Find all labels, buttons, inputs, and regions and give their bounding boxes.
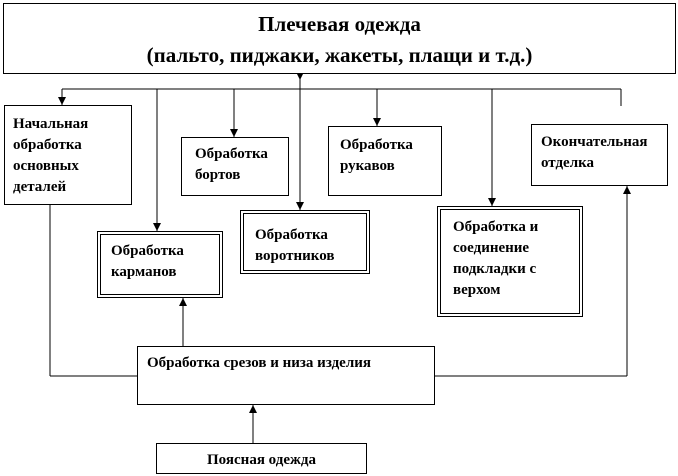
edges-processing-label: Обработка срезов и низа изделия — [147, 355, 371, 371]
arrow-to-collars-arrowhead — [296, 202, 304, 210]
arrow-waist-to-edges-arrowhead — [249, 405, 257, 413]
arrow-edges-to-pockets-arrowhead — [179, 298, 187, 306]
final-finishing-label: Окончательная отделка — [541, 134, 648, 171]
lining-box: Обработка и соединение подкладки с верхо… — [437, 206, 583, 317]
shoulder-garments-box: Плечевая одежда (пальто, пиджаки, жакеты… — [3, 3, 676, 74]
arrow-to-lining-arrowhead — [488, 198, 496, 206]
pockets-box: Обработка карманов — [97, 231, 223, 298]
shoulder-garments-subtitle: (пальто, пиджаки, жакеты, плащи и т.д.) — [146, 43, 533, 67]
collars-box: Обработка воротников — [240, 210, 370, 274]
initial-processing-box: Начальная обработка основных деталей — [4, 105, 132, 205]
sleeves-box: Обработка рукавов — [328, 126, 442, 196]
arrow-edges-to-finishing-arrowhead — [623, 186, 631, 194]
final-finishing-box: Окончательная отделка — [531, 124, 668, 186]
arrow-to-sleeves-arrowhead — [373, 118, 381, 126]
edges-processing-box: Обработка срезов и низа изделия — [137, 346, 435, 405]
arrow-to-pockets-arrowhead — [153, 223, 161, 231]
initial-processing-label: Начальная обработка основных деталей — [13, 116, 89, 195]
sleeves-label: Обработка рукавов — [340, 137, 413, 174]
waist-garments-box: Поясная одежда — [156, 443, 367, 474]
arrow-to-lapels-arrowhead — [230, 129, 238, 137]
collars-label: Обработка воротников — [255, 227, 335, 264]
lining-label: Обработка и соединение подкладки с верхо… — [453, 219, 539, 298]
shoulder-garments-title: Плечевая одежда — [258, 12, 421, 36]
pockets-label: Обработка карманов — [111, 243, 184, 280]
lapels-label: Обработка бортов — [195, 146, 268, 183]
top-stem-arrowhead — [296, 72, 304, 80]
arrow-to-initial-arrowhead — [58, 97, 66, 105]
waist-garments-label: Поясная одежда — [207, 452, 316, 468]
lapels-box: Обработка бортов — [181, 137, 289, 196]
